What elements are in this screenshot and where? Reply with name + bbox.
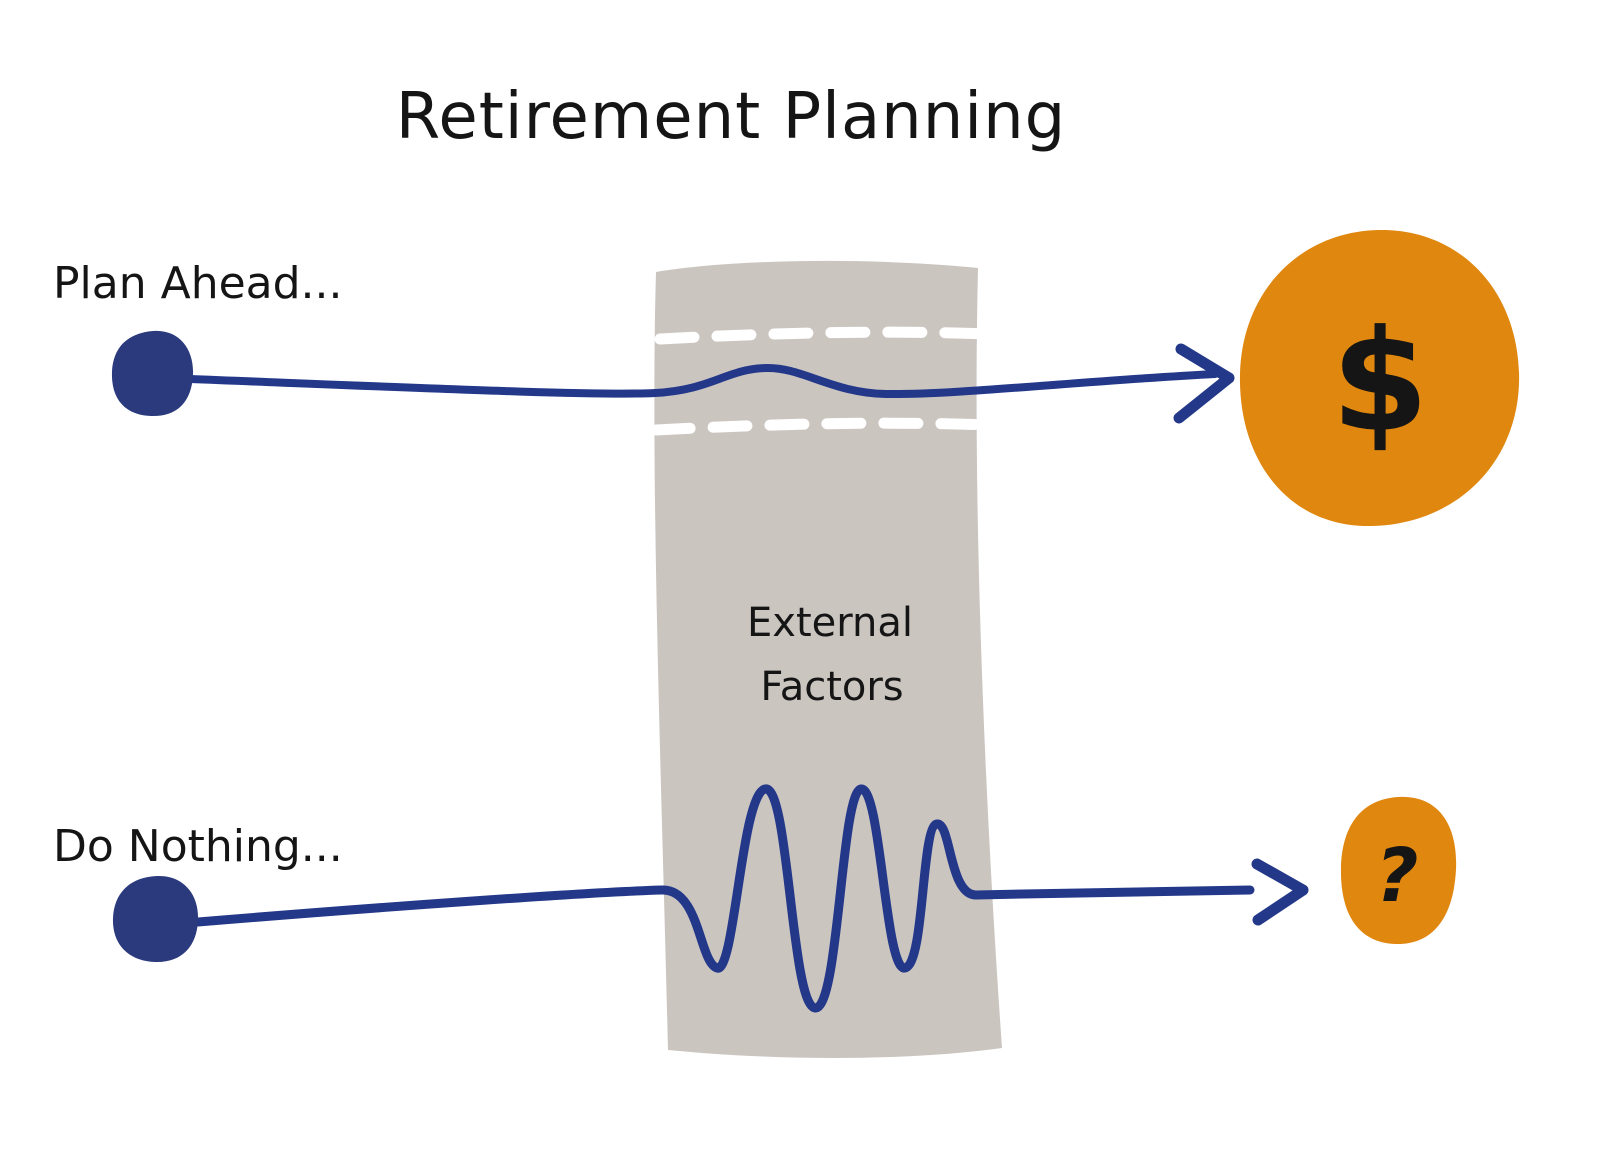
page-title: Retirement Planning [396,80,1067,154]
dashed-corridor-top [654,326,996,345]
do-nothing-arrowhead-icon [1251,858,1309,926]
unknown-outcome-blob [1340,796,1457,945]
barrier-label-line2: Factors [760,664,903,710]
plan-ahead-label: Plan Ahead... [53,258,343,309]
plan-ahead-start-dot [111,330,194,417]
plan-ahead-line [186,363,1219,399]
barrier-label-line1: External [747,600,913,646]
do-nothing-line [193,784,1255,1013]
do-nothing-label: Do Nothing... [53,821,343,872]
plan-ahead-arrowhead-icon [1173,343,1235,424]
dollar-sign-icon: $ [1331,301,1428,464]
question-mark-icon: ? [1376,833,1419,919]
money-outcome-blob [1239,229,1520,527]
dashed-corridor-bottom [650,417,998,436]
do-nothing-start-dot [112,875,199,963]
